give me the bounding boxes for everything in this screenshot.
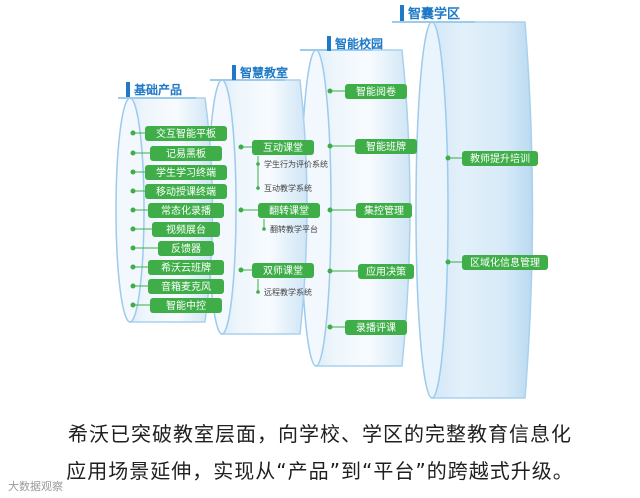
title-bar-district: [400, 5, 404, 21]
product-label: 智能中控: [166, 299, 206, 312]
products-items: 交互智能平板 记易黑板 学生学习终端 移动授课终端 常态化录播 视频展台: [130, 126, 227, 313]
district-items: 教师提升培训 区域化信息管理: [445, 151, 548, 270]
district-label: 教师提升培训: [470, 152, 530, 165]
classroom-sub: 学生行为评价系统: [264, 159, 328, 169]
product-label: 学生学习终端: [156, 166, 216, 179]
classroom-group: 翻转课堂 翻转教学平台: [238, 203, 320, 234]
layer-title-district: 智囊学区: [408, 6, 460, 22]
caption-line-2: 应用场景延伸，实现从“产品”到“平台”的跨越式升级。: [66, 459, 574, 483]
campus-label: 录播评课: [356, 321, 396, 334]
classroom-label: 翻转课堂: [269, 204, 309, 217]
layer-title-products: 基础产品: [133, 82, 182, 97]
product-item: 希沃云班牌: [130, 260, 224, 275]
campus-label: 应用决策: [366, 265, 406, 278]
product-item: 智能中控: [130, 298, 222, 313]
campus-item: 智能班牌: [327, 139, 417, 154]
product-label: 记易黑板: [166, 147, 206, 160]
product-item: 反馈器: [130, 241, 214, 256]
watermark-text: 大数据观察: [8, 480, 63, 493]
classroom-sub: 互动教学系统: [264, 183, 312, 193]
product-label: 视频展台: [166, 223, 206, 236]
product-item: 学生学习终端: [130, 165, 227, 180]
campus-item: 集控管理: [327, 203, 412, 218]
caption-line-1: 希沃已突破教室层面，向学校、学区的完整教育信息化: [68, 422, 572, 446]
district-item: 区域化信息管理: [445, 255, 548, 270]
title-bar-campus: [327, 36, 331, 51]
classroom-label: 互动课堂: [263, 142, 303, 154]
solution-layers-diagram: 智囊学区 智能校园 智慧教室 基础产品 交互智能平板 记易黑板: [115, 5, 548, 399]
layer-district: 智囊学区: [392, 5, 534, 399]
layer-title-classroom: 智慧教室: [239, 65, 288, 80]
product-item: 视频展台: [130, 222, 220, 237]
campus-label: 智能班牌: [366, 140, 406, 153]
product-item: 音箱麦克风: [130, 279, 224, 294]
title-bar-products: [126, 82, 130, 97]
product-item: 移动授课终端: [130, 184, 227, 199]
product-item: 常态化录播: [130, 203, 224, 218]
layer-title-campus: 智能校园: [334, 36, 383, 51]
product-label: 反馈器: [171, 242, 201, 255]
district-label: 区域化信息管理: [470, 256, 540, 269]
product-label: 常态化录播: [161, 204, 211, 217]
classroom-group: 双师课堂 远程教学系统: [238, 263, 314, 297]
campus-label: 集控管理: [364, 204, 404, 217]
product-item: 交互智能平板: [130, 126, 227, 141]
product-label: 音箱麦克风: [161, 280, 211, 293]
classroom-items: 互动课堂 学生行为评价系统 互动教学系统 翻转课堂 翻转教学平台 双师课堂 远程…: [238, 140, 328, 297]
campus-item: 智能阅卷: [327, 84, 407, 99]
classroom-sub: 远程教学系统: [264, 287, 312, 297]
product-item: 记易黑板: [130, 146, 222, 161]
district-item: 教师提升培训: [445, 151, 538, 166]
product-label: 移动授课终端: [156, 185, 216, 198]
classroom-sub: 翻转教学平台: [270, 224, 318, 234]
product-label: 交互智能平板: [156, 127, 216, 140]
campus-label: 智能阅卷: [356, 85, 396, 98]
classroom-group: 互动课堂 学生行为评价系统 互动教学系统: [238, 140, 328, 193]
classroom-label: 双师课堂: [263, 264, 303, 277]
title-bar-classroom: [232, 65, 236, 80]
campus-item: 应用决策: [327, 264, 414, 279]
campus-item: 录播评课: [327, 320, 407, 335]
product-label: 希沃云班牌: [161, 261, 211, 274]
campus-items: 智能阅卷 智能班牌 集控管理 应用决策 录播评课: [327, 84, 417, 335]
